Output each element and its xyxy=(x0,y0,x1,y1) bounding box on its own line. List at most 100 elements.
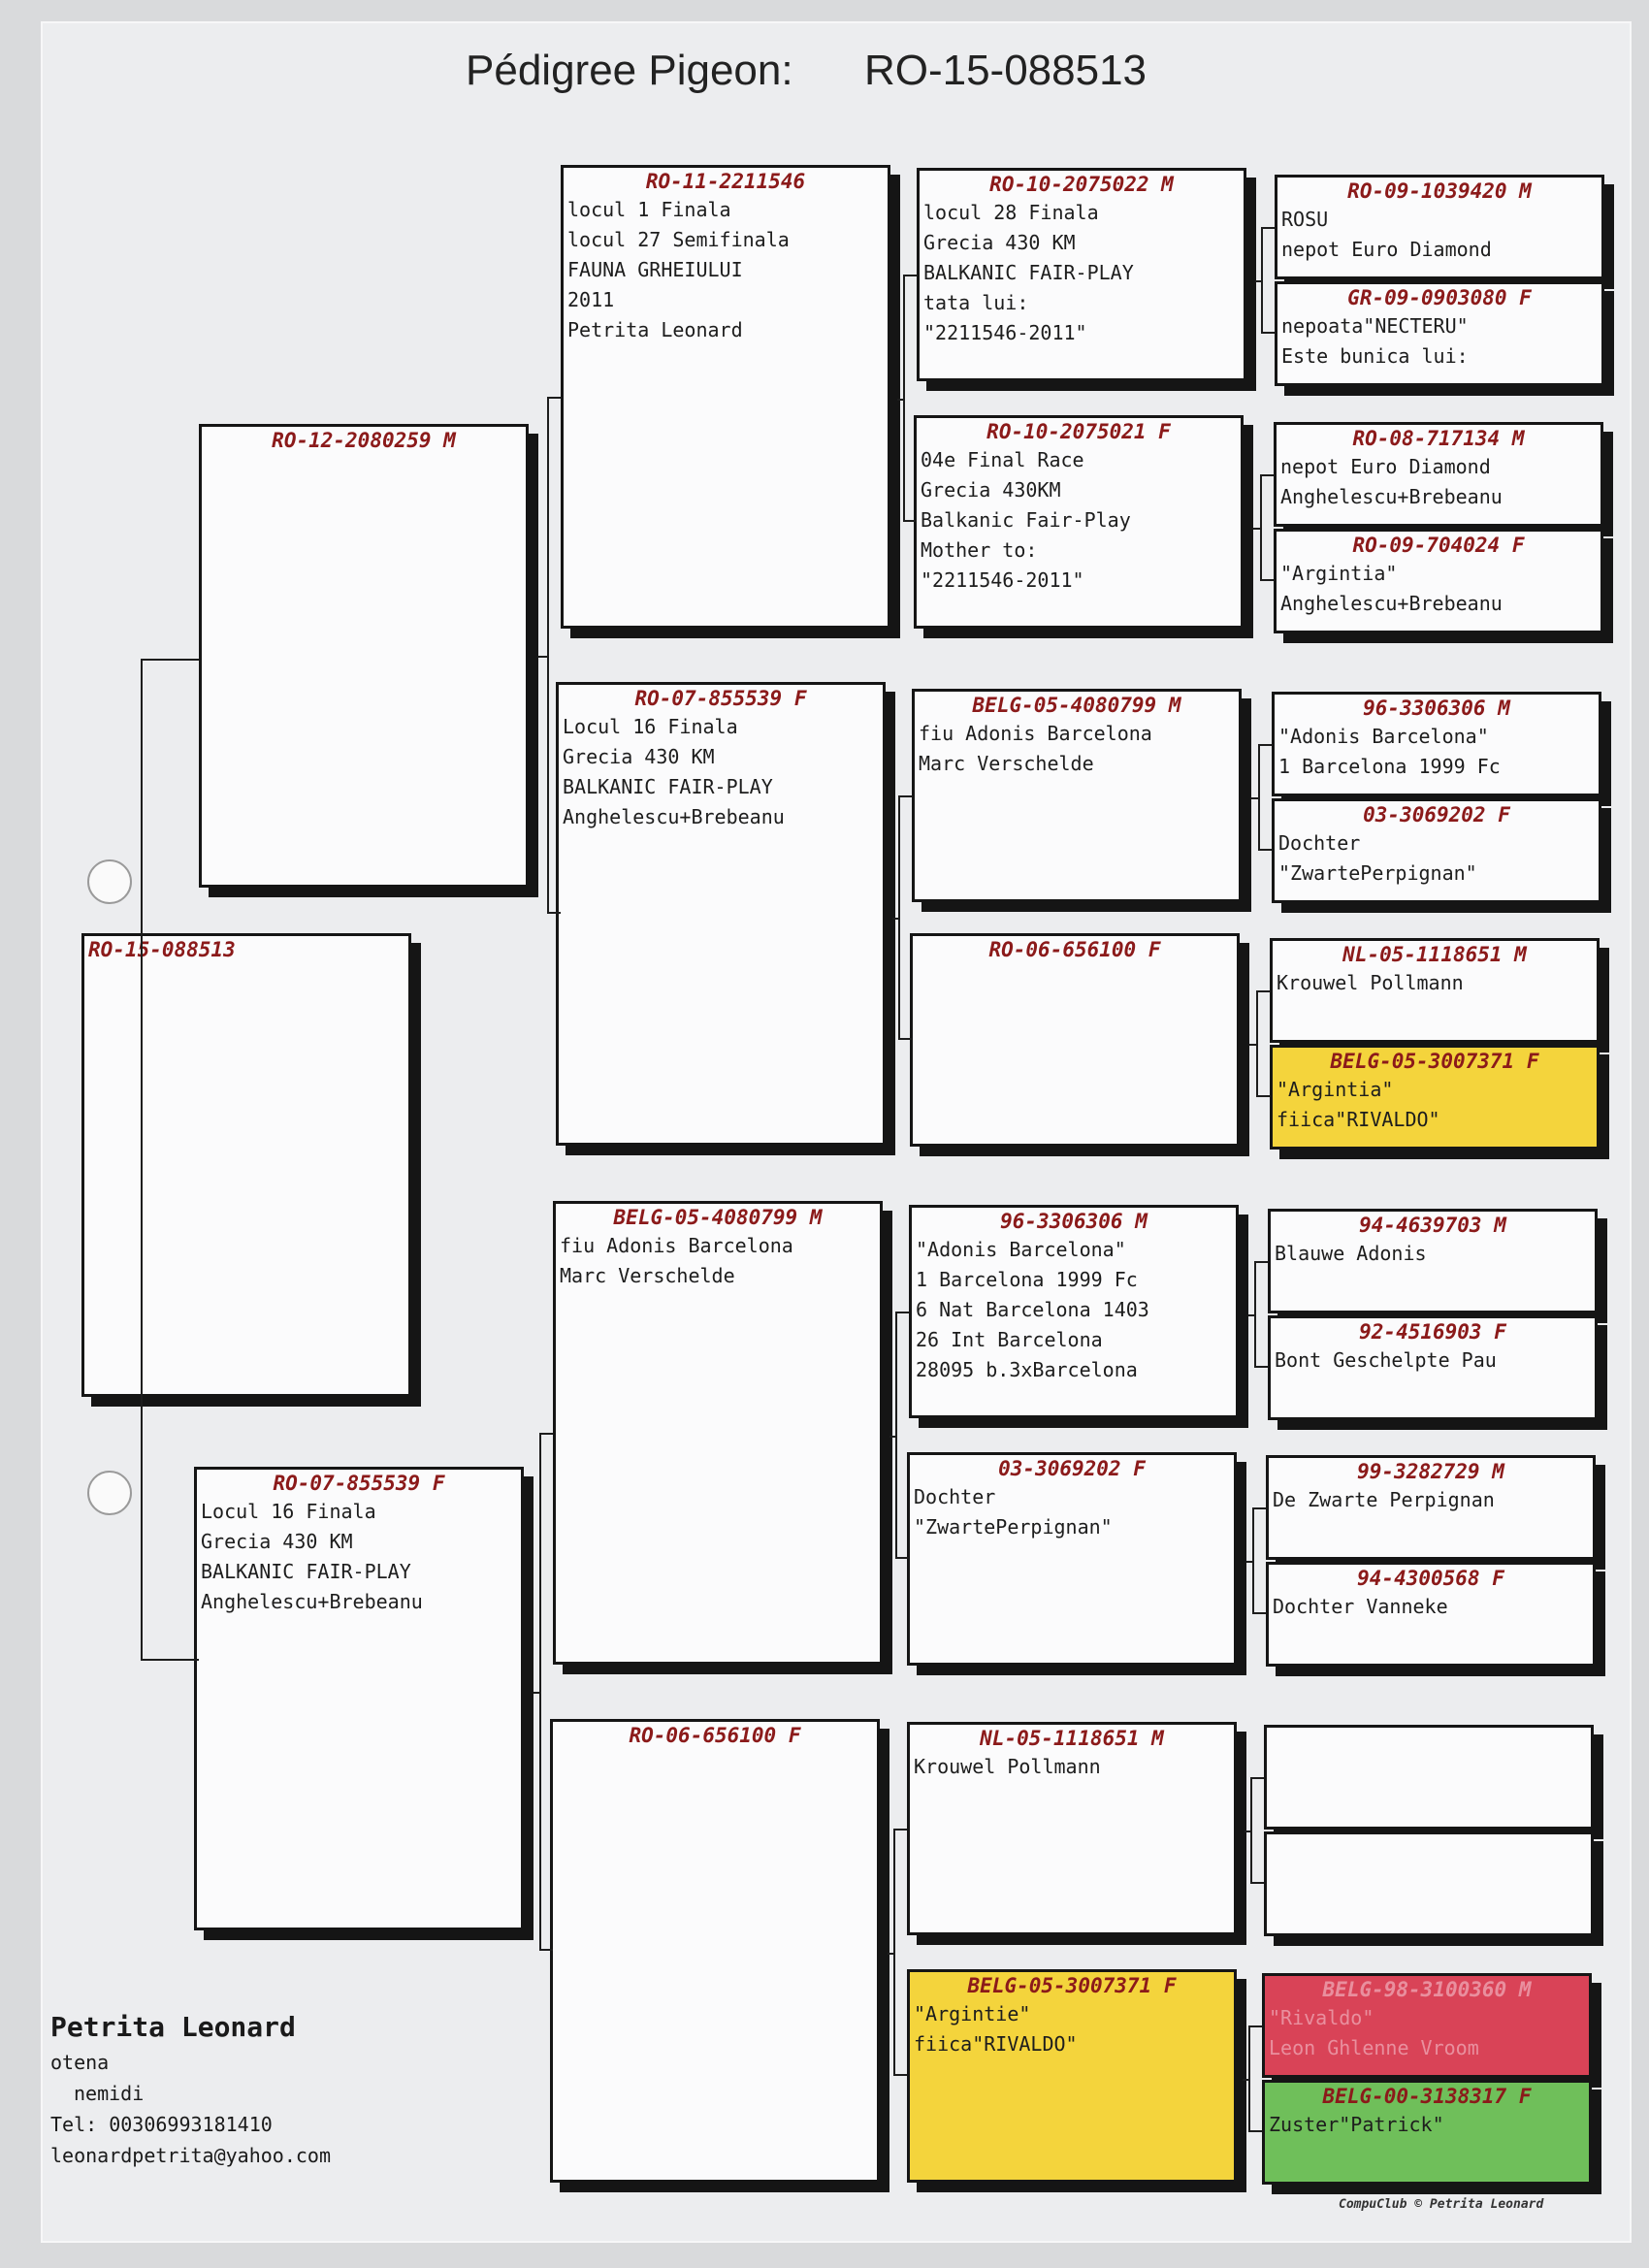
ring-number: RO-11-2211546 xyxy=(645,170,806,193)
ring-number: RO-07-855539 F xyxy=(634,687,807,710)
connector-gen4-tick xyxy=(1245,1831,1250,1832)
ring-number: 96-3306306 M xyxy=(1363,697,1510,720)
pedigree-note: Anghelescu+Brebeanu xyxy=(1280,485,1503,508)
gen5-pigeon-card[interactable] xyxy=(1264,1831,1594,1936)
ring-number: BELG-05-4080799 M xyxy=(613,1206,823,1229)
pedigree-note: BALKANIC FAIR-PLAY xyxy=(563,775,773,798)
pedigree-note: "Argintie" xyxy=(914,2002,1031,2025)
footer-credit: CompuClub © Petrita Leonard xyxy=(1339,2197,1544,2212)
ring-number: RO-12-2080259 M xyxy=(272,429,456,452)
connector-gen3 xyxy=(903,275,917,522)
owner-line: nemidi xyxy=(74,2082,145,2105)
pedigree-note: fiica"RIVALDO" xyxy=(914,2032,1078,2056)
gen2-pigeon-card[interactable]: RO-12-2080259 M xyxy=(199,424,529,888)
connector-gen4-tick xyxy=(1255,280,1261,282)
ring-number: RO-08-717134 M xyxy=(1352,427,1525,450)
ring-number: BELG-05-3007371 F xyxy=(1330,1050,1539,1073)
pedigree-note: 1 Barcelona 1999 Fc xyxy=(1278,755,1501,778)
pedigree-note: Balkanic Fair-Play xyxy=(921,508,1131,532)
connector-gen2 xyxy=(539,1433,553,1951)
connector-gen2-tick xyxy=(538,655,547,658)
gen4-pigeon-card[interactable]: RO-06-656100 F xyxy=(910,933,1240,1147)
gen4-pigeon-card[interactable]: 96-3306306 M"Adonis Barcelona"1 Barcelon… xyxy=(909,1205,1239,1418)
ring-number: 96-3306306 M xyxy=(1000,1210,1148,1233)
owner-phone: Tel: 00306993181410 xyxy=(50,2113,273,2136)
pedigree-note: nepot Euro Diamond xyxy=(1280,455,1491,478)
pedigree-note: 1 Barcelona 1999 Fc xyxy=(916,1268,1138,1291)
pedigree-note: BALKANIC FAIR-PLAY xyxy=(201,1560,411,1583)
ring-number: RO-10-2075021 F xyxy=(986,420,1171,443)
punch-hole-top xyxy=(87,859,132,904)
ring-number: 94-4639703 M xyxy=(1359,1214,1506,1237)
ring-number: 03-3069202 F xyxy=(1363,803,1510,826)
pedigree-note: 04e Final Race xyxy=(921,448,1084,471)
connector-gen4-tick xyxy=(1253,528,1260,530)
ring-number: NL-05-1118651 M xyxy=(1342,943,1527,966)
pedigree-note: Leon Ghlenne Vroom xyxy=(1269,2036,1479,2059)
pedigree-note: 26 Int Barcelona xyxy=(916,1328,1103,1351)
pedigree-note: Bont Geschelpte Pau xyxy=(1275,1348,1497,1372)
pedigree-note: "Adonis Barcelona" xyxy=(1278,725,1489,748)
owner-email[interactable]: leonardpetrita@yahoo.com xyxy=(50,2144,331,2167)
pedigree-note: Marc Verschelde xyxy=(560,1264,735,1287)
gen3-pigeon-card[interactable]: RO-06-656100 F xyxy=(550,1719,880,2183)
connector-gen3 xyxy=(893,1829,907,2076)
pedigree-note: Blauwe Adonis xyxy=(1275,1242,1427,1265)
connector-gen3-tick xyxy=(892,918,898,920)
pedigree-note: Locul 16 Finala xyxy=(563,715,738,738)
connector-gen4-tick xyxy=(1243,2079,1248,2081)
connector-gen4 xyxy=(1254,1261,1268,1368)
ring-number: RO-07-855539 F xyxy=(273,1472,445,1495)
pedigree-note: locul 28 Finala xyxy=(923,201,1099,224)
connector-gen1 xyxy=(141,659,199,1661)
ring-number: RO-09-1039420 M xyxy=(1347,179,1532,203)
connector-gen4-tick xyxy=(1251,797,1258,799)
gen1-pigeon-card[interactable]: RO-15-088513 xyxy=(81,933,411,1397)
ring-number: RO-06-656100 F xyxy=(988,938,1161,961)
ring-number: RO-15-088513 xyxy=(88,938,236,961)
gen5-pigeon-card[interactable]: 96-3306306 M "Adonis Barcelona" 1 Barcelon… xyxy=(1272,692,1601,796)
pedigree-note: "2211546-2011" xyxy=(923,321,1087,344)
ring-number: GR-09-0903080 F xyxy=(1347,286,1532,309)
gen5-pigeon-card[interactable]: RO-09-704024 F"Argintia"Anghelescu+Brebe… xyxy=(1274,529,1603,633)
connector-gen4-tick xyxy=(1246,1561,1252,1563)
gen5-pigeon-card[interactable]: BELG-98-3100360 M"Rivaldo"Leon Ghlenne V… xyxy=(1262,1973,1592,2078)
ring-number: RO-06-656100 F xyxy=(629,1724,801,1747)
ring-number: BELG-98-3100360 M xyxy=(1322,1978,1532,2001)
pedigree-note: De Zwarte Perpignan xyxy=(1273,1488,1495,1511)
connector-gen3 xyxy=(895,1312,909,1559)
pedigree-note: "Argintia" xyxy=(1277,1078,1394,1101)
pedigree-note: locul 27 Semifinala xyxy=(567,228,790,251)
pedigree-note: nepoata"NECTERU" xyxy=(1281,314,1469,338)
connector-gen4-tick xyxy=(1249,1044,1256,1046)
pedigree-note: Anghelescu+Brebeanu xyxy=(563,805,785,828)
pedigree-note: Grecia 430KM xyxy=(921,478,1061,502)
gen5-pigeon-card[interactable]: 94-4639703 M Blauwe Adonis xyxy=(1268,1209,1598,1313)
connector-gen4 xyxy=(1258,744,1272,851)
gen5-pigeon-card[interactable] xyxy=(1264,1725,1594,1830)
connector-gen4-tick xyxy=(1248,1314,1254,1316)
connector-gen3-tick xyxy=(897,398,903,401)
pedigree-note: "Argintia" xyxy=(1280,562,1398,585)
gen5-pigeon-card[interactable]: BELG-05-3007371 F"Argintia"fiica"RIVALDO… xyxy=(1270,1045,1600,1150)
punch-hole-bottom xyxy=(87,1471,132,1515)
gen4-pigeon-card[interactable]: BELG-05-3007371 F"Argintie"fiica"RIVALDO… xyxy=(907,1969,1237,2183)
